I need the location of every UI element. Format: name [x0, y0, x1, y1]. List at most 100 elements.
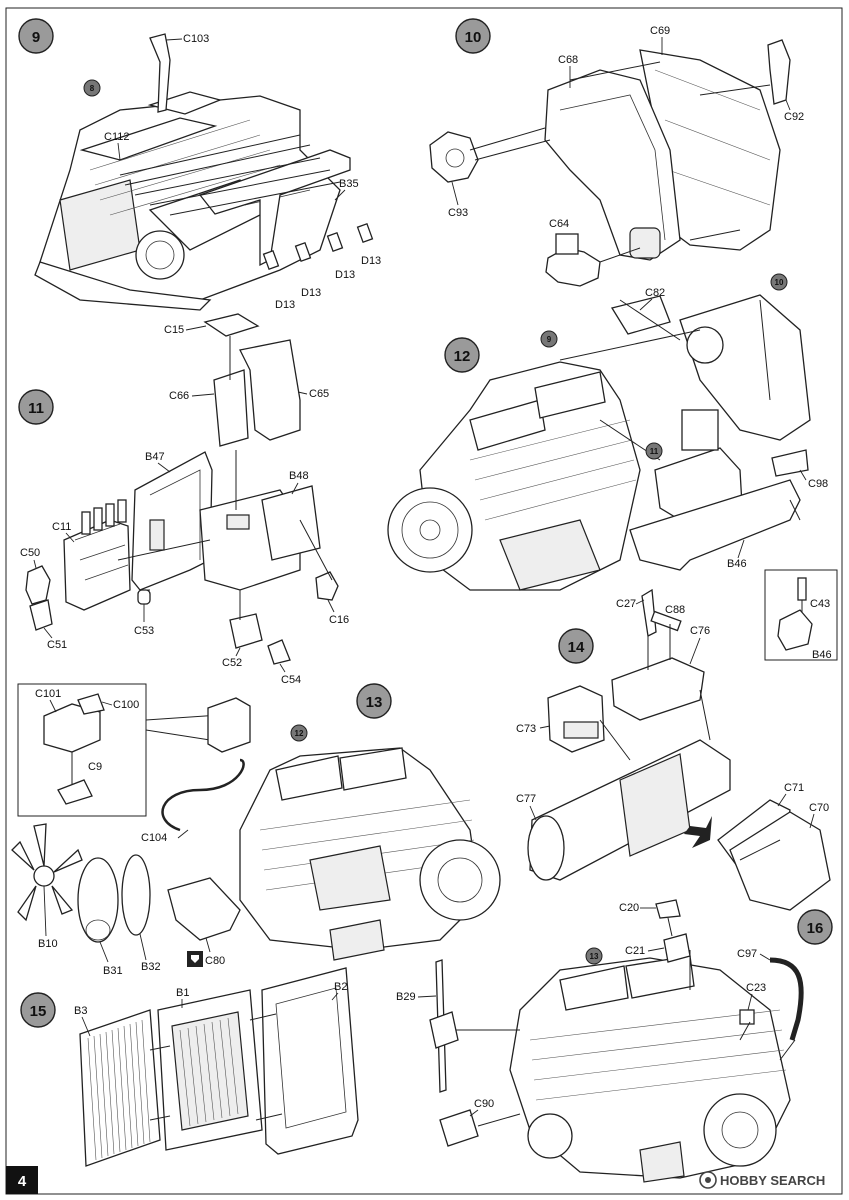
part-label: B48	[289, 470, 309, 482]
grille-b3-drawing	[79, 1009, 161, 1167]
part-label: D13	[301, 287, 321, 299]
part-label: C80	[205, 955, 225, 967]
part-label: B3	[74, 1005, 87, 1017]
fan-b10-drawing	[11, 823, 83, 922]
watermark-text: HOBBY SEARCH	[720, 1173, 825, 1188]
step-number: 12	[454, 348, 471, 365]
subassembly-badge	[540, 330, 558, 348]
plate-b47-drawing	[131, 451, 213, 591]
cap-c15-drawing	[203, 313, 260, 337]
pump-body-detail	[226, 514, 250, 530]
air-filter-c101-drawing	[43, 703, 101, 753]
part-c51-drawing	[29, 599, 53, 631]
lever-b29-bracket	[429, 1011, 459, 1049]
manifold-b46-drawing	[629, 479, 801, 571]
step-number: 10	[465, 29, 482, 46]
step-11: 11 C15 C66 C	[18, 313, 349, 686]
step-badge	[356, 683, 392, 719]
part-label: C98	[808, 478, 828, 490]
step-number: 13	[366, 694, 383, 711]
housing-c65-drawing	[239, 339, 301, 441]
part-c23-drawing	[739, 1009, 755, 1025]
part-label: C53	[134, 625, 154, 637]
part-label: C21	[625, 945, 645, 957]
part-label: C104	[141, 832, 167, 844]
part-label: D13	[361, 255, 381, 267]
part-label: C82	[645, 287, 665, 299]
grille-b3-mesh	[87, 1019, 151, 1161]
fuel-rail-drawing	[198, 149, 351, 267]
part-label: C97	[737, 948, 757, 960]
step-number: 15	[30, 1003, 47, 1020]
bracket-c80-drawing	[167, 877, 241, 941]
bracket-c98-drawing	[771, 449, 809, 477]
part-c52-drawing	[229, 613, 263, 649]
subassembly-number: 12	[295, 729, 304, 738]
inset-manifold-drawing	[777, 609, 813, 651]
part-label: D13	[275, 299, 295, 311]
step-badge	[18, 18, 54, 54]
step-10: 10 C69 C68 C92 C93 C64	[429, 18, 804, 287]
subassembly-number: 11	[650, 447, 659, 456]
cover-c76-drawing	[611, 657, 705, 721]
part-c73-drawing	[547, 685, 605, 753]
part-label: B31	[103, 965, 123, 977]
hook-c27-drawing	[641, 588, 657, 637]
part-label: C15	[164, 324, 184, 336]
pipe-c103-drawing	[149, 33, 171, 113]
housing-c66-drawing	[213, 369, 249, 447]
pipe-c82-drawing	[610, 295, 671, 335]
page-number: 4	[18, 1173, 27, 1190]
engine-drawing	[239, 747, 501, 961]
step-badge	[797, 909, 833, 945]
frame-b2-drawing	[261, 967, 359, 1155]
subassembly-number: 13	[590, 952, 599, 961]
step-9: 9 8 C103	[18, 18, 381, 311]
part-label: C112	[104, 131, 129, 143]
housing-port	[629, 227, 661, 259]
step-12: 12 9 10	[387, 273, 838, 661]
part-label: B10	[38, 938, 58, 950]
step-badge	[20, 992, 56, 1028]
subassembly-number: 10	[775, 278, 784, 287]
step-badge	[444, 337, 480, 373]
part-label: C70	[809, 802, 829, 814]
part-c20-drawing	[655, 899, 681, 919]
part-label: B46	[812, 649, 832, 661]
part-label: C90	[474, 1098, 494, 1110]
guard-c70-drawing	[729, 811, 831, 911]
part-c93-drawing	[429, 131, 479, 183]
step-badge	[18, 389, 54, 425]
part-label: C43	[810, 598, 830, 610]
plate-slot	[149, 519, 165, 551]
part-label: C69	[650, 25, 670, 37]
part-label: C11	[52, 521, 71, 533]
part-label: C51	[47, 639, 67, 651]
pipe-c97-drawing	[769, 957, 804, 1041]
part-label: C64	[549, 218, 569, 230]
subassembly-badge	[290, 724, 308, 742]
subassembly-badge	[770, 273, 788, 291]
step-13: 13	[11, 683, 501, 977]
step-number: 14	[568, 639, 585, 656]
part-label: C76	[690, 625, 710, 637]
part-c64-top	[555, 233, 579, 255]
part-c73-slot	[563, 721, 599, 739]
part-label: C66	[169, 390, 189, 402]
part-label: C88	[665, 604, 685, 616]
air-filter-drawing	[207, 697, 251, 753]
belt-b32-drawing	[121, 854, 151, 936]
step-badge	[558, 628, 594, 664]
step-14: 14 C27 C88 C76 C73 C77 C71 C70	[516, 588, 831, 911]
bracket-c9-drawing	[57, 779, 93, 805]
part-label: B35	[339, 178, 359, 190]
page-number-box	[6, 1166, 38, 1194]
part-label: C23	[746, 982, 766, 994]
part-label: C65	[309, 388, 329, 400]
part-label: C103	[183, 33, 209, 45]
step-number: 11	[28, 400, 44, 417]
part-label: C92	[784, 111, 804, 123]
part-label: C77	[516, 793, 536, 805]
part-c90-drawing	[439, 1109, 479, 1147]
